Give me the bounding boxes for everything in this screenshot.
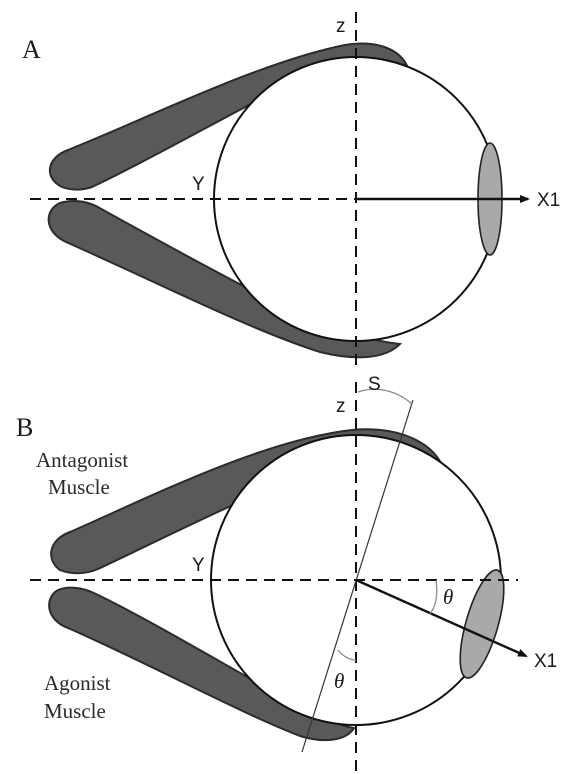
panel-b-y-label: Y: [192, 555, 205, 576]
panel-b-s-arc: [357, 388, 413, 405]
panel-b-theta-bottom: θ: [334, 669, 344, 693]
agonist-label-line2: Muscle: [44, 699, 106, 723]
panel-b-theta-bottom-arc: [337, 649, 357, 661]
panel-a-lower-muscle: [47, 200, 403, 359]
panel-b-theta-right-arc: [429, 579, 438, 615]
antagonist-label-line1: Antagonist: [36, 448, 128, 472]
panel-a-y-label: Y: [192, 174, 205, 195]
panel-b-x1-label: X1: [534, 651, 557, 672]
panel-a: A z Y X1: [22, 12, 560, 370]
panel-b-s-label: S: [368, 374, 381, 395]
panel-b-cornea: [459, 569, 505, 679]
panel-a-z-label: z: [336, 16, 346, 37]
panel-b-letter: B: [16, 413, 33, 442]
panel-b: B z S Y X1 θ θ Antagonist Muscle Agonist…: [16, 374, 557, 774]
panel-b-x1-arrow: [355, 578, 528, 658]
panel-a-x1-label: X1: [537, 190, 560, 211]
panel-b-s-axis: [301, 399, 414, 753]
panel-b-z-label: z: [336, 396, 346, 417]
antagonist-label-line2: Muscle: [48, 475, 110, 499]
agonist-label-line1: Agonist: [44, 671, 111, 695]
panel-a-letter: A: [22, 35, 41, 64]
panel-b-theta-right: θ: [443, 585, 453, 609]
